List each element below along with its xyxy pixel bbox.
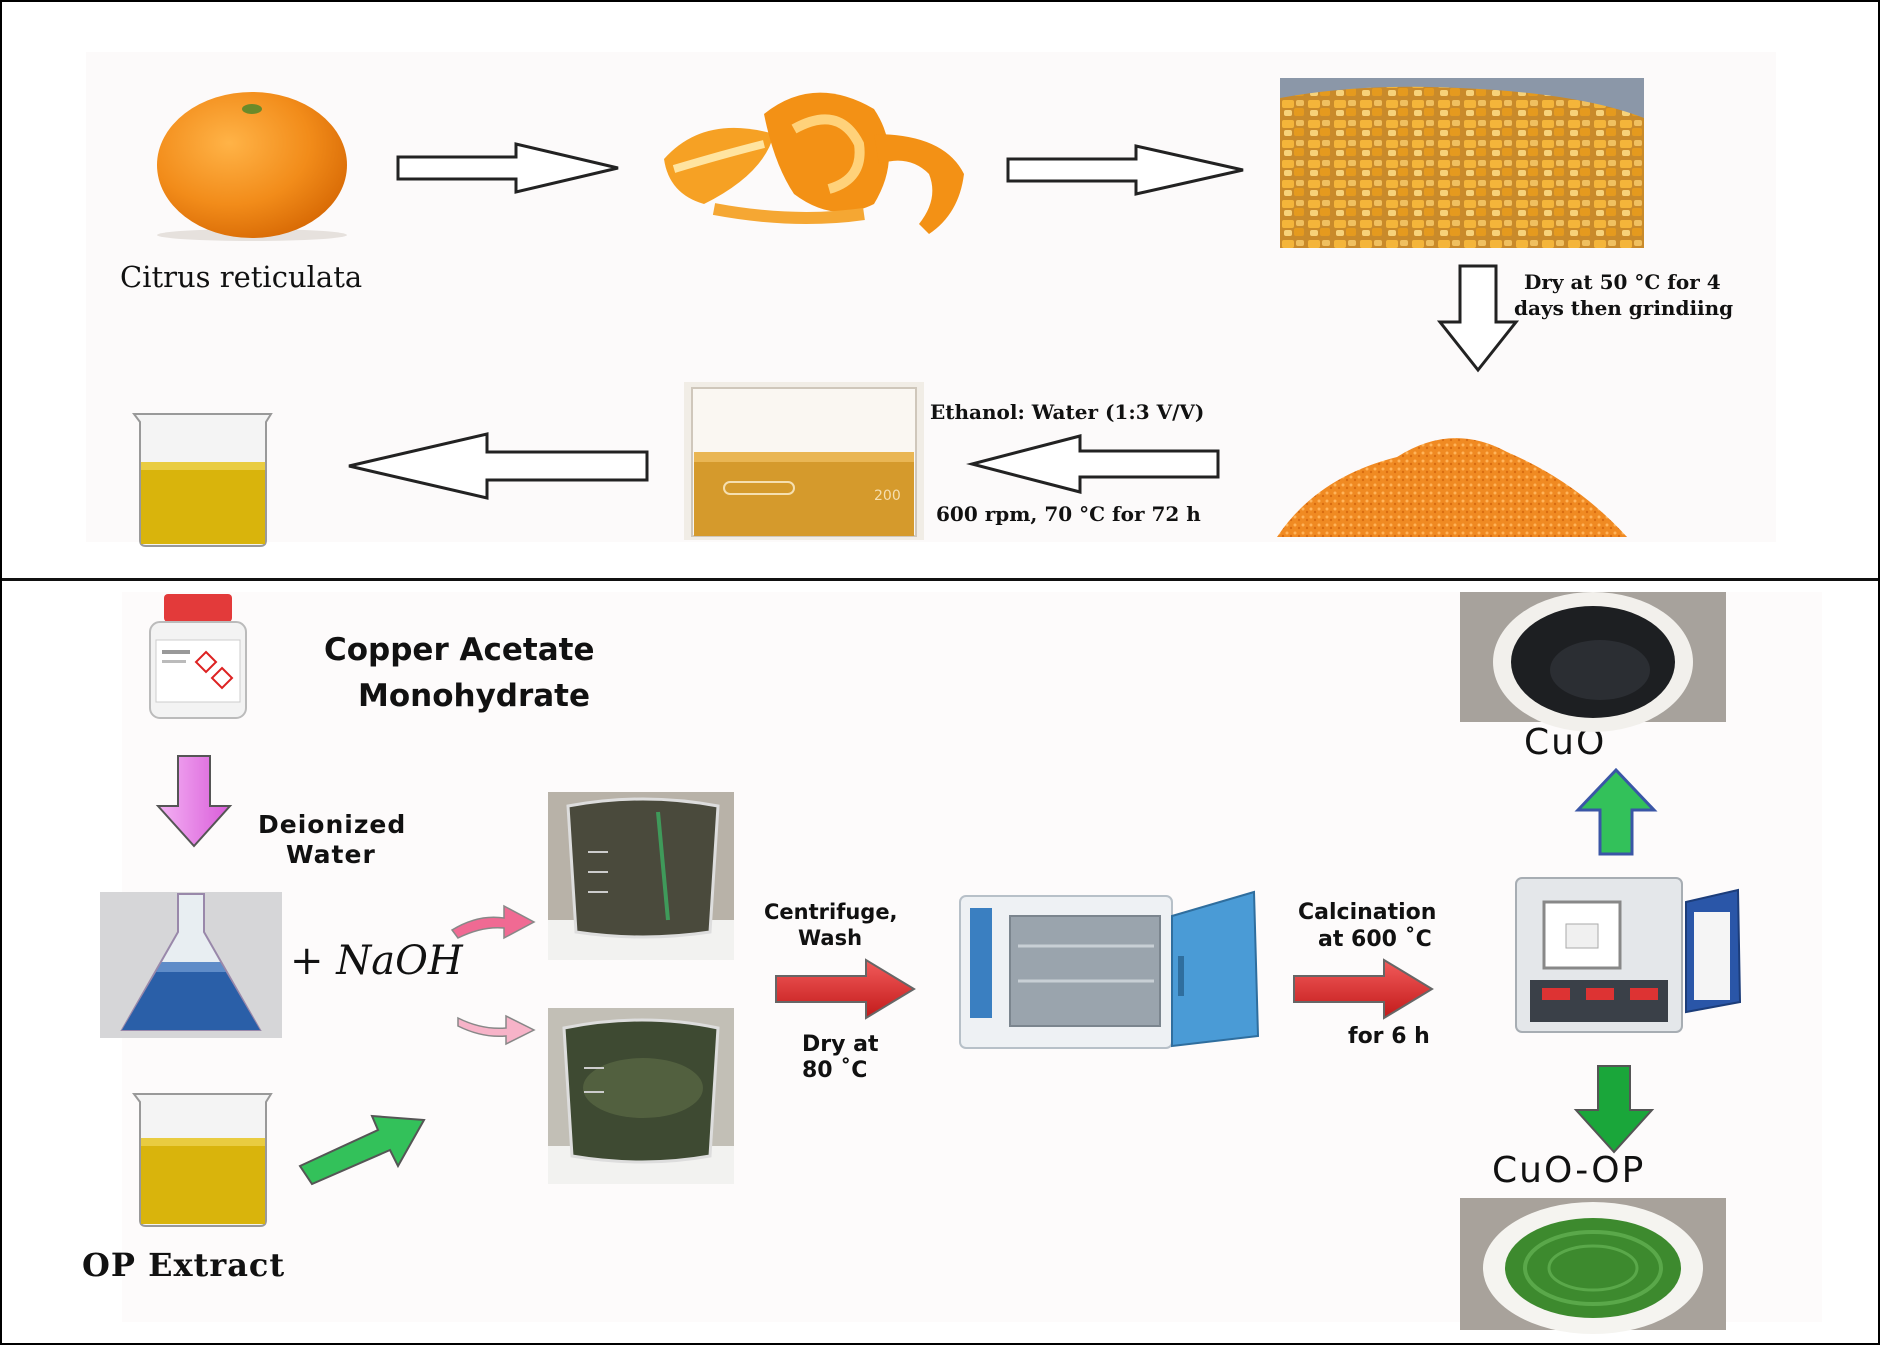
solvent-ratio-label: Ethanol: Water (1:3 V/V): [930, 400, 1205, 424]
calcination-label-line2: at 600 ˚C: [1318, 927, 1432, 952]
dry-at-label-line2: 80 ˚C: [802, 1058, 868, 1083]
hollow-arrow-right: [1006, 144, 1244, 196]
orange-fruit-image: [157, 92, 347, 241]
dry-step-label-line1: Dry at 50 °C for 4: [1524, 270, 1721, 294]
dried-peel-pieces-image: [1280, 78, 1644, 248]
op-extract-beaker-image: [132, 1093, 273, 1227]
cuo-crucible-image: [1460, 592, 1726, 732]
hollow-arrow-down: [1436, 264, 1520, 373]
naoh-label: + NaOH: [290, 938, 463, 984]
dry-at-label-line1: Dry at: [802, 1032, 879, 1057]
orange-powder-image: [1277, 438, 1627, 537]
orange-peel-image: [664, 92, 964, 234]
extract-beaker-image: [132, 413, 273, 547]
green-mixture-beaker-image: [548, 1008, 734, 1184]
deionized-water-label-line1: Deionized: [258, 810, 407, 839]
muffle-furnace-image: [1515, 877, 1742, 1033]
deionized-water-label-line2: Water: [286, 840, 376, 869]
centrifuge-wash-label-line1: Centrifuge,: [764, 900, 898, 924]
red-arrow-right: [1293, 958, 1434, 1020]
extraction-beaker-image: 200: [684, 382, 924, 540]
centrifuge-wash-label-line2: Wash: [798, 926, 863, 950]
hollow-arrow-left: [348, 432, 649, 500]
blue-flask-image: [100, 892, 282, 1038]
copper-acetate-label-line2: Monohydrate: [358, 678, 591, 714]
magenta-arrow-down: [155, 755, 233, 848]
pink-arrow-right: [450, 904, 536, 940]
cuo-op-label: CuO-OP: [1492, 1150, 1646, 1191]
hollow-arrow-right: [396, 142, 619, 194]
drying-oven-image: [959, 890, 1260, 1049]
op-extract-label: OP Extract: [82, 1246, 286, 1284]
cuo-op-crucible-image: [1460, 1198, 1726, 1334]
calcination-time-label: for 6 h: [1348, 1024, 1430, 1049]
red-arrow-right: [775, 958, 916, 1020]
citrus-reticulata-label: Citrus reticulata: [120, 260, 363, 294]
light-pink-arrow-right: [457, 1014, 536, 1046]
copper-acetate-label-line1: Copper Acetate: [324, 632, 595, 668]
panel-divider: [2, 578, 1878, 581]
green-arrow-up: [1574, 767, 1658, 856]
green-arrow-diagonal: [298, 1114, 426, 1186]
copper-acetate-bottle-image: [149, 594, 247, 719]
hollow-arrow-left: [966, 434, 1220, 494]
dark-mixture-beaker-image: [548, 792, 734, 960]
stirring-condition-label: 600 rpm, 70 °C for 72 h: [936, 502, 1201, 526]
dry-step-label-line2: days then grindiing: [1514, 296, 1734, 320]
calcination-label-line1: Calcination: [1298, 900, 1437, 925]
green-arrow-down: [1573, 1065, 1655, 1154]
svg-text:200: 200: [874, 488, 901, 504]
